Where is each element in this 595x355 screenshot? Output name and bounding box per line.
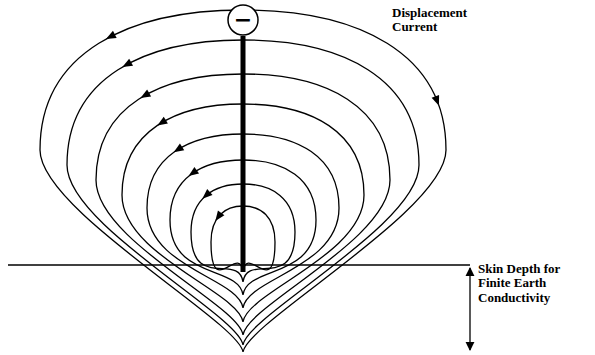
arrowhead <box>432 95 443 107</box>
displacement-current-lines <box>40 10 446 352</box>
arrowhead <box>186 167 199 179</box>
ground-line <box>8 264 470 266</box>
arrowhead <box>172 144 185 156</box>
annotation-label: Displacement Current <box>392 6 492 35</box>
arrowhead <box>212 210 224 223</box>
arrowhead <box>120 59 133 71</box>
skin-depth-arrow <box>469 268 470 350</box>
field-line <box>40 10 446 352</box>
arrowhead <box>104 31 117 43</box>
arrowhead <box>138 89 151 101</box>
arrowhead <box>155 117 168 129</box>
annotation-label: Skin Depth for Finite Earth Conductivity <box>478 262 583 305</box>
antenna-rod <box>241 36 246 272</box>
arrowhead <box>200 189 213 202</box>
charge-circle: − <box>227 4 259 36</box>
charge-sign: − <box>227 4 259 36</box>
